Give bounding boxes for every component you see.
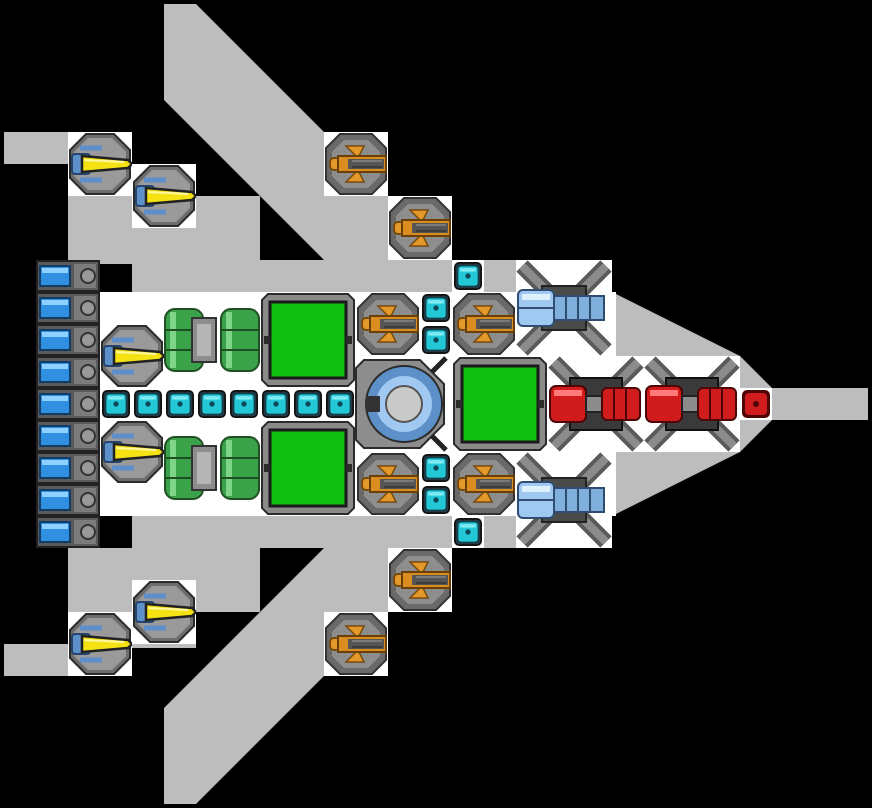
laser-turret-icon[interactable]: [70, 614, 132, 674]
cannon-turret-icon[interactable]: [357, 293, 419, 355]
power-cell-icon[interactable]: [454, 518, 482, 546]
thruster-icon[interactable]: [36, 388, 100, 420]
laser-turret-icon[interactable]: [134, 582, 196, 642]
cargo-room-icon[interactable]: [260, 292, 356, 388]
laser-turret-icon[interactable]: [134, 166, 196, 226]
laser-turret-icon[interactable]: [102, 326, 164, 386]
fuel-tank-icon[interactable]: [164, 307, 260, 373]
cannon-turret-icon[interactable]: [453, 293, 515, 355]
power-cell-icon[interactable]: [326, 390, 354, 418]
power-cell-icon[interactable]: [454, 262, 482, 290]
cannon-turret-icon[interactable]: [389, 197, 451, 259]
power-cell-icon[interactable]: [422, 294, 450, 322]
thruster-icon[interactable]: [36, 516, 100, 548]
cannon-turret-icon[interactable]: [389, 549, 451, 611]
fuel-tank-icon[interactable]: [164, 435, 260, 501]
power-cell-icon[interactable]: [102, 390, 130, 418]
power-cell-icon[interactable]: [262, 390, 290, 418]
thruster-icon[interactable]: [36, 484, 100, 516]
cannon-turret-icon[interactable]: [325, 613, 387, 675]
hull-stub: [4, 132, 68, 164]
cannon-turret-icon[interactable]: [357, 453, 419, 515]
power-cell-icon[interactable]: [422, 454, 450, 482]
cargo-room-icon[interactable]: [260, 420, 356, 516]
cargo-room-icon[interactable]: [452, 356, 548, 452]
power-cell-icon[interactable]: [166, 390, 194, 418]
power-cell-icon[interactable]: [134, 390, 162, 418]
thruster-icon[interactable]: [36, 420, 100, 452]
lower-wing: [164, 516, 420, 804]
power-cell-icon[interactable]: [422, 486, 450, 514]
hull-strut: [196, 548, 260, 612]
power-cell-icon[interactable]: [422, 326, 450, 354]
power-cell-icon[interactable]: [294, 390, 322, 418]
thruster-icon[interactable]: [36, 260, 100, 292]
hull-stub: [4, 644, 68, 676]
cannon-turret-icon[interactable]: [453, 453, 515, 515]
upper-wing: [164, 4, 420, 292]
thruster-icon[interactable]: [36, 292, 100, 324]
laser-turret-icon[interactable]: [102, 422, 164, 482]
thruster-icon[interactable]: [36, 324, 100, 356]
ship-components[interactable]: [36, 133, 770, 675]
power-cell-icon[interactable]: [230, 390, 258, 418]
power-cell-icon[interactable]: [198, 390, 226, 418]
cockpit-core-icon[interactable]: [355, 356, 448, 452]
nose-reactor-cell-icon[interactable]: [742, 390, 770, 418]
thruster-icon[interactable]: [36, 452, 100, 484]
laser-turret-icon[interactable]: [70, 134, 132, 194]
cannon-turret-icon[interactable]: [325, 133, 387, 195]
thruster-icon[interactable]: [36, 356, 100, 388]
hull-strut: [196, 196, 260, 260]
